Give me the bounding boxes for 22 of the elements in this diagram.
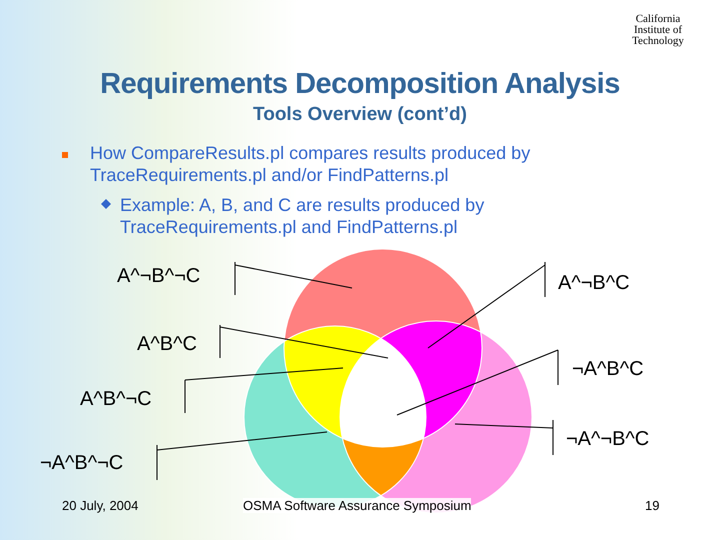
slide-title: Requirements Decomposition Analysis bbox=[99, 68, 621, 101]
region-label: A^¬B^¬C bbox=[117, 265, 200, 288]
slide-subtitle: Tools Overview (cont’d) bbox=[252, 104, 468, 126]
leader-line bbox=[184, 368, 344, 414]
footer-text: OSMA Software Assurance Symposium bbox=[243, 498, 472, 513]
region-label: A^B^C bbox=[137, 333, 197, 356]
leader-line bbox=[454, 420, 554, 456]
region-label: ¬A^¬B^C bbox=[566, 428, 650, 451]
leader-line bbox=[428, 262, 546, 348]
region-label: A^B^¬C bbox=[80, 388, 152, 411]
page-number: 19 bbox=[645, 498, 660, 513]
region-label: A^¬B^C bbox=[558, 272, 630, 295]
leader-line bbox=[396, 350, 558, 416]
institution-name: California Institute of Technology bbox=[631, 14, 685, 47]
bullet-text: How CompareResults.pl compares results produced by TraceRequirements.pl and/or FindPatterns.pl bbox=[90, 142, 532, 186]
region-label: ¬A^B^C bbox=[572, 358, 644, 381]
leader-line bbox=[220, 324, 388, 358]
footer-date: 20 July, 2004 bbox=[62, 498, 138, 513]
leader-line bbox=[156, 432, 328, 480]
sub-bullet-text: Example: A, B, and C are results produced by TraceRequirements.pl and FindPatterns.pl bbox=[120, 194, 486, 238]
leader-line bbox=[234, 262, 352, 296]
region-label: ¬A^B^¬C bbox=[40, 452, 124, 475]
